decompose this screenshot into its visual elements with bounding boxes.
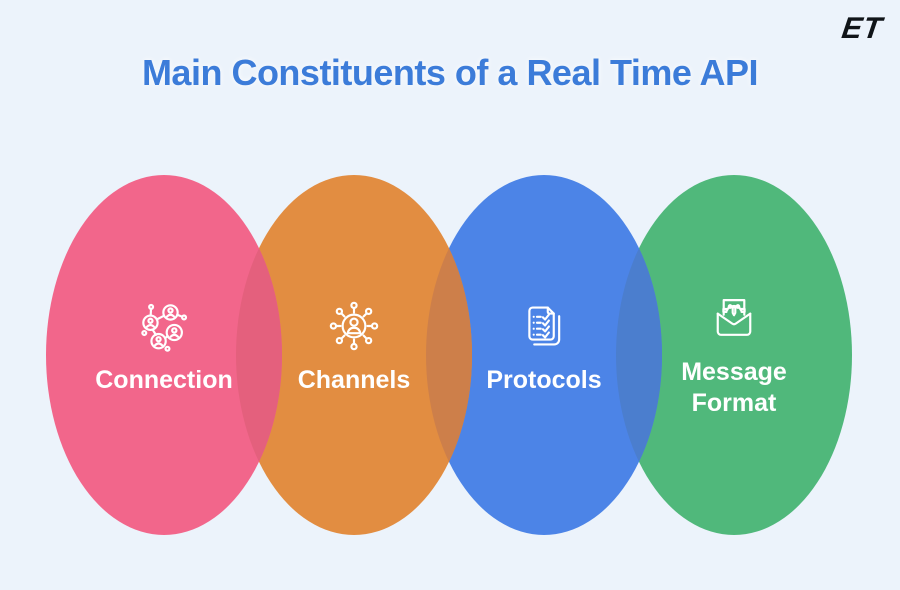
card-protocols: Protocols — [454, 300, 634, 396]
connected-users-icon — [138, 300, 190, 352]
card-message-format: Message Format — [644, 292, 824, 418]
ellipse-message-format — [616, 175, 852, 535]
checklist-documents-icon — [518, 300, 570, 352]
ellipse-connection — [46, 175, 282, 535]
card-label: Connection — [95, 366, 233, 394]
page-title: Main Constituents of a Real Time API — [141, 52, 759, 93]
user-hub-icon — [328, 300, 380, 352]
card-connection: Connection — [74, 300, 254, 396]
card-label: Channels — [297, 366, 411, 394]
ellipse-protocols — [426, 175, 662, 535]
envelope-design-icon — [708, 292, 760, 344]
ellipse-channels — [236, 175, 472, 535]
card-label: Protocols — [486, 366, 602, 394]
card-channels: Channels — [264, 300, 444, 396]
card-label: Message Format — [681, 358, 787, 417]
